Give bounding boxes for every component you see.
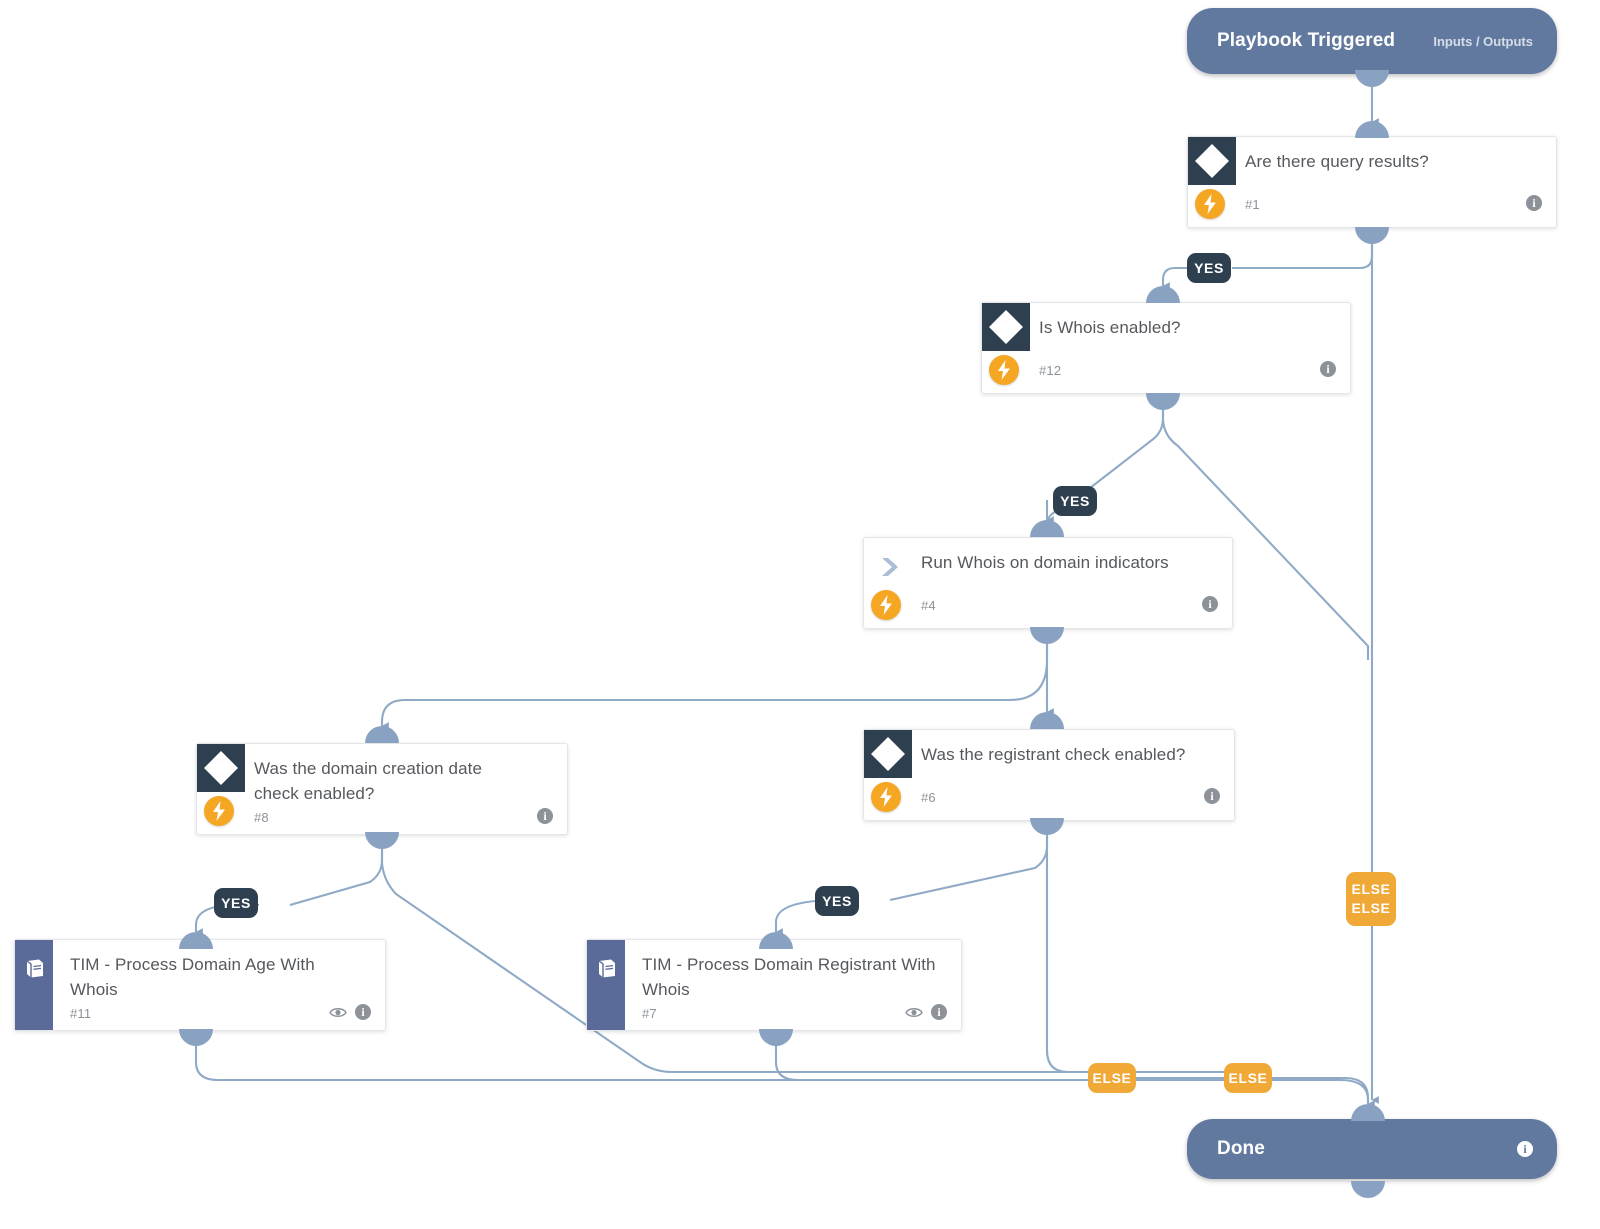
port-n11-top[interactable] [179,932,213,949]
port-n8-bottom[interactable] [365,832,399,849]
node-id: #12 [1039,363,1062,378]
node-title: Was the domain creation date check enabl… [254,759,483,803]
port-n7-top[interactable] [759,932,793,949]
diamond-icon [1188,137,1236,185]
branch-label-yes-n12[interactable]: YES [1053,486,1097,516]
port-n7-bottom[interactable] [759,1029,793,1046]
book-icon [24,958,46,985]
port-done-top[interactable] [1351,1104,1385,1121]
port-n11-bottom[interactable] [179,1029,213,1046]
info-icon[interactable]: i [1320,361,1336,377]
port-n8-top[interactable] [365,726,399,743]
info-icon[interactable]: i [1526,195,1542,211]
port-n6-top[interactable] [1030,712,1064,729]
lightning-icon [989,355,1019,385]
node-title: Is Whois enabled? [1039,318,1181,337]
inputs-outputs-link[interactable]: Inputs / Outputs [1433,33,1533,49]
node-title: Are there query results? [1245,152,1429,171]
node-title: TIM - Process Domain Age With Whois [70,955,315,999]
branch-label-yes-n8[interactable]: YES [214,888,258,918]
node-run-whois-on-domain-indicators[interactable]: Run Whois on domain indicators #4 i [863,537,1233,629]
chevron-right-icon [880,556,904,583]
info-icon[interactable]: i [355,1004,371,1020]
branch-label-yes-n1[interactable]: YES [1187,253,1231,283]
edge-n11-to-done [194,1040,1370,1104]
port-n4-top[interactable] [1030,520,1064,537]
info-icon[interactable]: i [1204,788,1220,804]
edge-n4-to-n8 [380,638,1049,730]
node-title: Run Whois on domain indicators [921,553,1169,572]
port-n4-bottom[interactable] [1030,627,1064,644]
info-icon[interactable]: i [537,808,553,824]
edge-n8-yes-a [289,843,384,907]
branch-label-else-n8[interactable]: ELSE [1088,1063,1136,1093]
diamond-icon [864,730,912,778]
node-tim-process-domain-registrant-with-whois[interactable]: TIM - Process Domain Registrant With Who… [586,939,962,1031]
node-id: #11 [70,1006,92,1021]
edge-n1-yes-a [1232,238,1374,270]
lightning-icon [871,590,901,620]
edge-n6-else [1045,828,1224,1074]
node-was-domain-creation-date-check-enabled[interactable]: Was the domain creation date check enabl… [196,743,568,835]
lightning-icon [204,796,234,826]
branch-label-else-n6[interactable]: ELSE [1224,1063,1272,1093]
branch-label-yes-n6[interactable]: YES [815,886,859,916]
sub-playbook-accent-bar [587,940,625,1030]
node-are-there-query-results[interactable]: Are there query results? #1 i [1187,136,1557,228]
node-was-registrant-check-enabled[interactable]: Was the registrant check enabled? #6 i [863,729,1235,821]
edge-n1-yes-b [1161,266,1187,290]
diamond-icon [982,303,1030,351]
lightning-icon [1195,189,1225,219]
edge-else-rail-right [1272,1076,1375,1108]
edge-n12-yes-a [1089,404,1165,489]
port-n6-bottom[interactable] [1030,818,1064,835]
node-playbook-triggered[interactable]: Playbook Triggered Inputs / Outputs [1187,8,1557,74]
node-is-whois-enabled[interactable]: Is Whois enabled? #12 i [981,302,1351,394]
node-id: #1 [1245,197,1260,212]
node-id: #4 [921,598,936,613]
port-start-bottom[interactable] [1355,70,1389,87]
node-id: #8 [254,810,269,825]
port-n12-bottom[interactable] [1146,393,1180,410]
port-n1-bottom[interactable] [1355,227,1389,244]
book-icon [596,958,618,985]
port-n12-top[interactable] [1146,286,1180,303]
info-icon[interactable]: i [931,1004,947,1020]
node-id: #7 [642,1006,657,1021]
node-id: #6 [921,790,936,805]
eye-icon[interactable] [329,1006,347,1024]
info-icon[interactable]: i [1202,596,1218,612]
sub-playbook-accent-bar [15,940,53,1030]
node-title: Done [1217,1138,1265,1159]
node-done[interactable]: Done i [1187,1119,1557,1179]
node-title: Was the registrant check enabled? [921,745,1186,764]
diamond-icon [197,744,245,792]
node-title: Playbook Triggered [1217,30,1396,51]
port-done-bottom[interactable] [1351,1181,1385,1198]
port-n1-top[interactable] [1355,121,1389,138]
node-tim-process-domain-age-with-whois[interactable]: TIM - Process Domain Age With Whois #11 … [14,939,386,1031]
eye-icon[interactable] [905,1006,923,1024]
info-icon[interactable]: i [1517,1140,1533,1158]
edge-n6-yes-a [889,828,1049,902]
branch-label-else-right-stack[interactable]: ELSE ELSE [1346,872,1396,926]
lightning-icon [871,782,901,812]
node-title: TIM - Process Domain Registrant With Who… [642,955,936,999]
